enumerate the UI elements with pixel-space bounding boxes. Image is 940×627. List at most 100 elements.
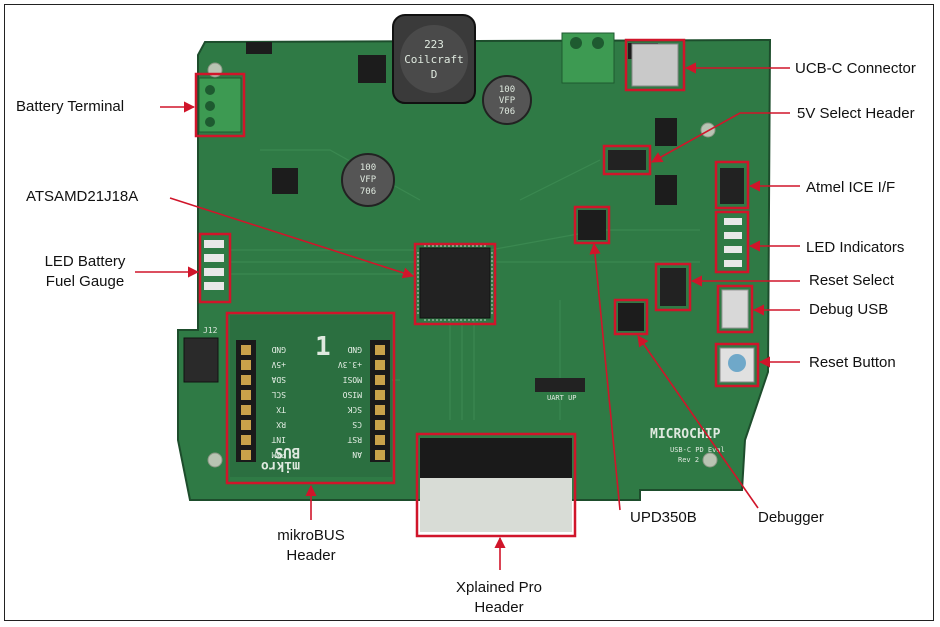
mikrobus-pin-label: +5V [271,360,286,369]
reset-select-highlight [654,262,692,312]
microchip-logo: MICROCHIP [650,427,721,442]
reset-select-label: Reset Select [809,272,895,289]
board-rev-silk: Rev 2 [678,456,699,464]
mikrobus-pin [241,450,251,460]
inductor-text-bottom: D [431,68,438,81]
j12-silk: J12 [203,326,218,335]
reset-button-label: Reset Button [809,354,896,371]
led-fuel-gauge-label-line1: LED Battery [44,253,126,270]
mikrobus-pin [241,360,251,370]
mikrobus-pin [375,420,385,430]
top-terminal-block [561,32,615,84]
mikrobus-pin-label: MISO [343,390,362,399]
mikrobus-label-line1: mikroBUS [277,527,345,544]
cap1-text-c: 706 [499,107,515,117]
mikrobus-pin-label: RX [276,420,286,429]
xplained-pro-header-pins [420,438,572,532]
led-indicator-leds [724,218,742,267]
cap1-text-a: 100 [499,85,515,95]
figure-frame [4,4,934,621]
mikrobus-pin [375,405,385,415]
mikrobus-pin-label: SCL [271,390,286,399]
mikrobus-pin-label: SCK [347,405,362,414]
inductor-text-top: 223 [424,38,444,51]
xplained-label-line1: Xplained Pro [456,579,542,596]
debugger-leader [637,335,759,509]
mikrobus-area: 1 [230,315,392,477]
mikrobus-highlight [225,311,396,485]
upd350b-chip [578,210,606,240]
mikrobus-pin-label: INT [271,435,286,444]
atmel-ice-highlight [714,160,750,210]
capacitor-2: 100 VFP 706 [341,153,395,207]
debug-usb-label: Debug USB [809,301,889,318]
upd350b-label: UPD350B [630,509,697,526]
atmel-ice-label: Atmel ICE I/F [806,179,896,196]
mikrobus-pin-label: PWM [271,450,286,459]
mikrobus-pin-label: RST [347,435,362,444]
board-name-silk: USB-C PD Eval [670,446,725,454]
mikrobus-pin-label: GND [347,345,362,354]
mikrobus-pin [375,345,385,355]
5v-select-pins [608,150,646,170]
mikrobus-pin [241,420,251,430]
mikrobus-pin [375,450,385,460]
mikrobus-pin [241,405,251,415]
debug-usb-highlight [716,284,754,334]
mikrobus-pin [241,390,251,400]
mikrobus-pin [241,435,251,445]
debug-usb-body [721,289,749,329]
mikrobus-logo-text-2: BUS [275,444,300,460]
mcu-label: ATSAMD21J18A [26,188,139,205]
battery-terminal-label: Battery Terminal [16,98,125,115]
reset-select-pins [660,268,686,306]
debugger-chip [618,303,644,331]
usbc-connector-body [631,43,679,87]
mikrobus-pin-label: TX [276,405,286,414]
inductor: 223 Coilcraft D [392,14,476,104]
mikrobus-label-line2: Header [286,547,336,564]
led-indicators-label: LED Indicators [806,239,905,256]
debugger-highlight [613,298,649,336]
led-indicators-highlight [714,210,750,274]
mikrobus-pin [241,375,251,385]
mikrobus-pin-label: SDA [271,375,286,384]
mcu-highlight [413,242,497,326]
cap1-text-b: VFP [499,96,516,106]
cap2-text-b: VFP [360,175,377,185]
led-fuel-gauge-leds [204,240,224,290]
atmel-ice-pins [720,168,744,204]
cap2-text-c: 706 [360,187,376,197]
xplained-label-line2: Header [474,599,524,616]
led-fuel-gauge-highlight [198,232,232,304]
mikrobus-pin-label: MOSI [343,375,362,384]
mikrobus-pin [375,390,385,400]
upd350b-leader [589,242,621,511]
battery-terminal-highlight [194,72,246,138]
mikrobus-pin [375,435,385,445]
mikrobus-pin-label: AN [352,450,362,459]
5v-select-leader [651,112,790,163]
xplained-highlight [415,432,577,538]
misc-ics [246,42,677,205]
led-fuel-gauge-label-line2: Fuel Gauge [45,273,125,290]
mcu-chip [417,245,493,321]
j12-connector [183,337,219,383]
battery-terminal-component [198,77,242,133]
cap2-text-a: 100 [360,163,376,173]
mikrobus-pin [375,360,385,370]
5v-select-highlight [602,144,652,176]
uart-silk: UART UP [547,394,577,402]
mikrobus-pin [241,345,251,355]
reset-button-highlight [714,342,760,388]
mikrobus-logo-text: mikro [261,458,300,473]
reset-button-component [719,347,755,383]
mikrobus-pin-label: CS [352,420,362,429]
pcb-traces [230,149,700,420]
usbc-highlight [624,38,686,92]
inductor-text-brand: Coilcraft [404,53,464,66]
mikrobus-pin [375,375,385,385]
